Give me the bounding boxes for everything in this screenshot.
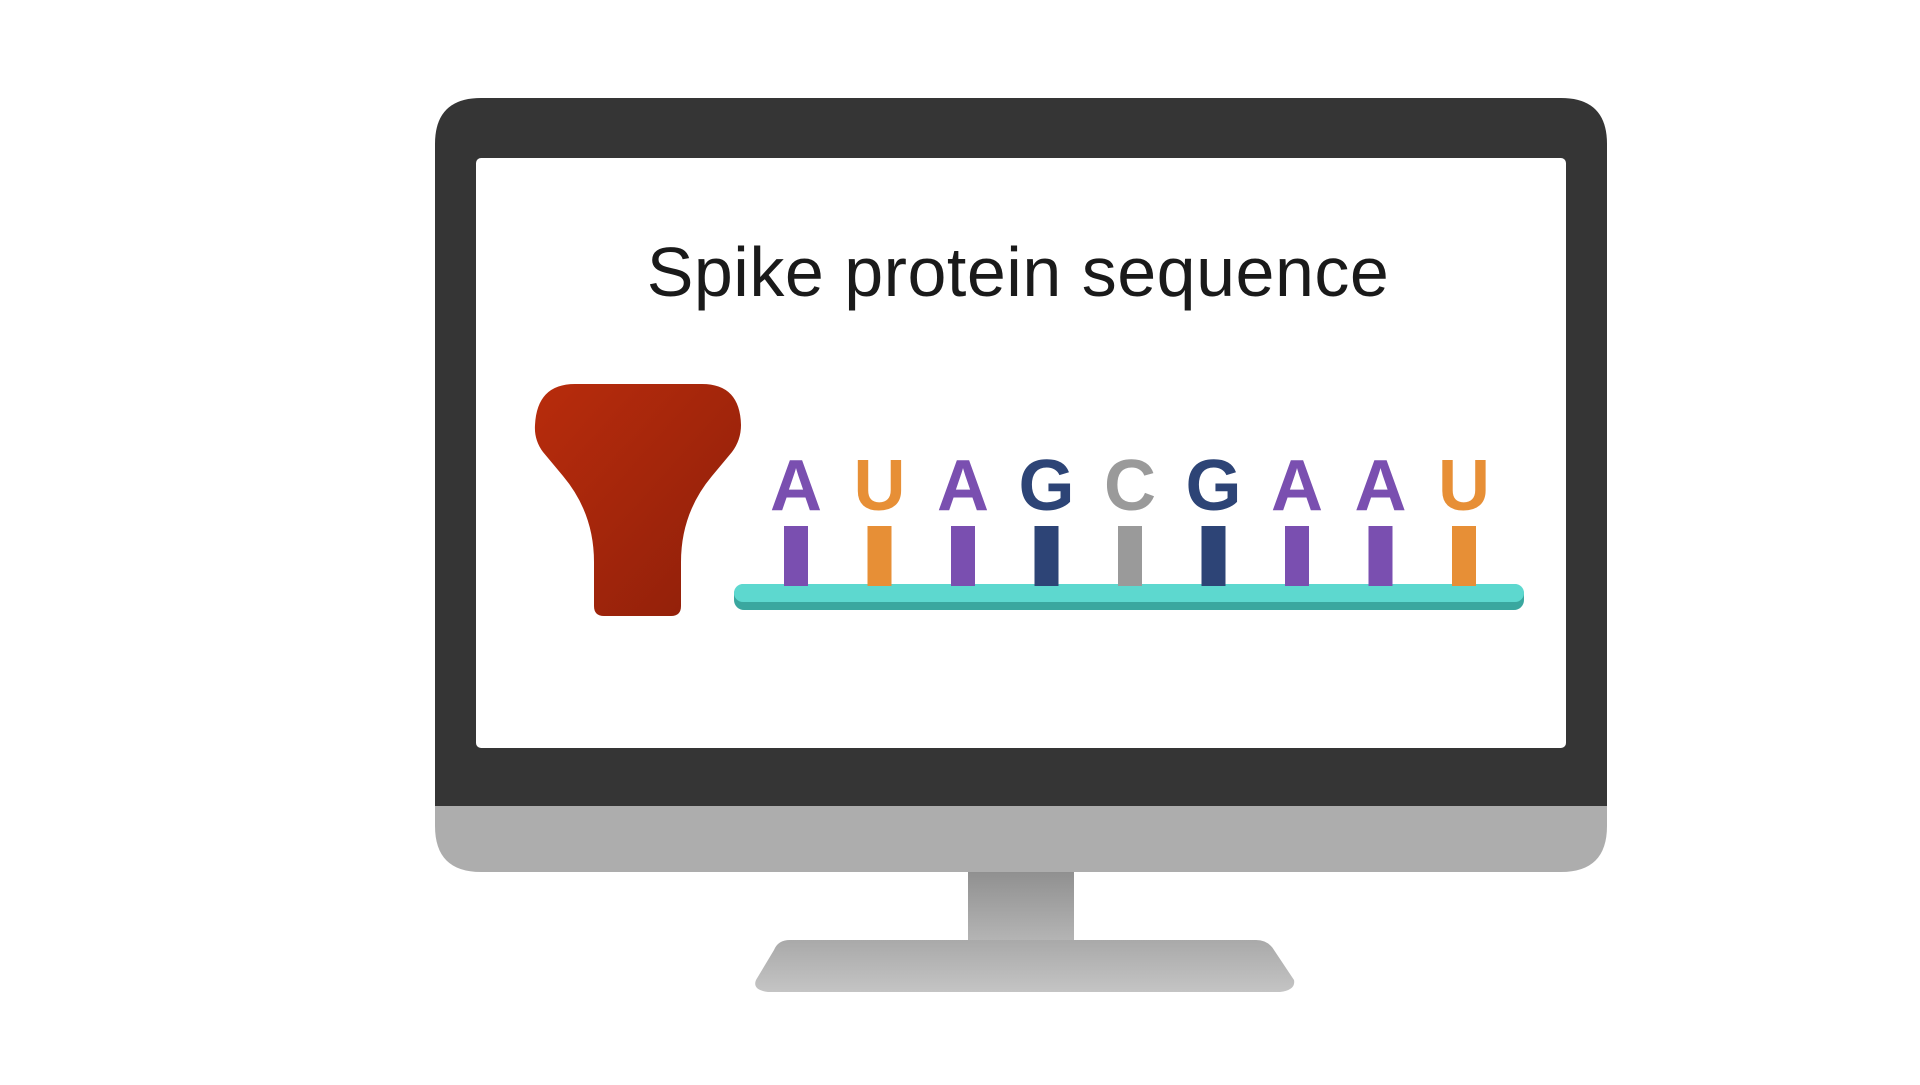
nucleotide-letter-5: C — [1104, 446, 1156, 526]
nucleotide-letter-7: A — [1271, 446, 1323, 526]
nucleotide-letter-8: A — [1355, 446, 1407, 526]
nucleotide-bar-8 — [1369, 526, 1393, 586]
monitor-chin — [435, 805, 1607, 872]
monitor-neck — [968, 868, 1074, 940]
nucleotide-letter-4: G — [1018, 446, 1074, 526]
nucleotide-bar-4 — [1035, 526, 1059, 586]
nucleotide-bar-3 — [951, 526, 975, 586]
monitor-base — [755, 940, 1294, 992]
nucleotide-letter-6: G — [1185, 446, 1241, 526]
rna-backbone-top — [734, 584, 1524, 602]
nucleotide-letter-9: U — [1438, 446, 1490, 526]
nucleotide-letter-1: A — [770, 446, 822, 526]
nucleotide-bar-2 — [868, 526, 892, 586]
nucleotide-bar-6 — [1202, 526, 1226, 586]
nucleotide-letter-2: U — [854, 446, 906, 526]
nucleotide-bar-9 — [1452, 526, 1476, 586]
nucleotide-bar-5 — [1118, 526, 1142, 586]
nucleotide-bar-7 — [1285, 526, 1309, 586]
page-title: Spike protein sequence — [478, 232, 1558, 312]
nucleotide-bar-1 — [784, 526, 808, 586]
nucleotide-letter-3: A — [937, 446, 989, 526]
